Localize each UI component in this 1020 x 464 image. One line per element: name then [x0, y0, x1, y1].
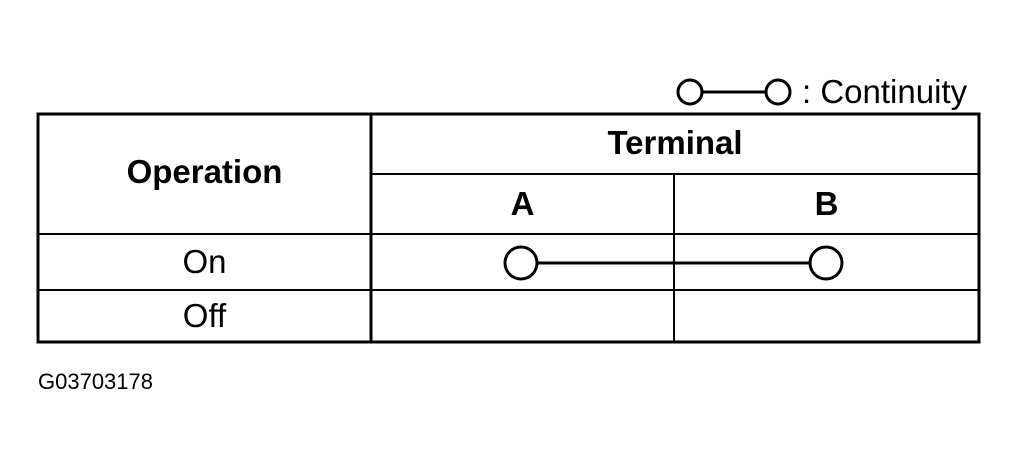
terminal-a-header: A	[510, 185, 535, 222]
legend-label: : Continuity	[802, 73, 968, 110]
continuity-row-on	[503, 245, 844, 281]
operation-header: Operation	[126, 153, 283, 190]
terminal-a-connection-icon	[503, 245, 539, 281]
terminal-b-header: B	[814, 185, 839, 222]
figure-id: G03703178	[38, 369, 153, 394]
terminal-header: Terminal	[607, 124, 743, 161]
continuity-legend: : Continuity	[674, 70, 994, 114]
terminal-b-connection-icon	[808, 245, 844, 281]
operation-on: On	[182, 243, 227, 280]
continuity-symbol-icon	[676, 78, 792, 106]
table-border	[36, 112, 981, 344]
operation-off: Off	[182, 297, 227, 334]
